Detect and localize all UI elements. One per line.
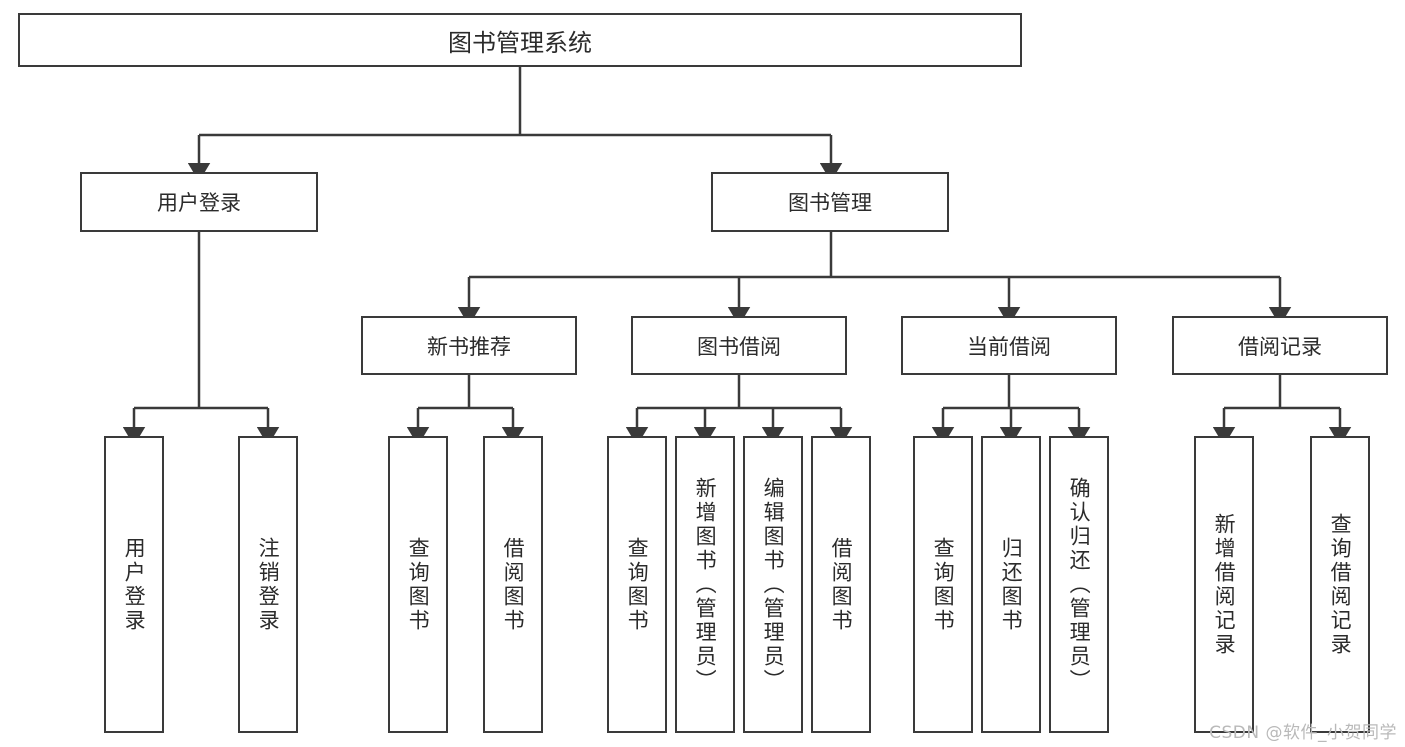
node-label: 图书借阅 — [697, 334, 781, 359]
node-root-system[interactable]: 图书管理系统 — [18, 13, 1022, 67]
node-label: 确认归还（管理员） — [1067, 476, 1092, 693]
node-book-borrow[interactable]: 图书借阅 — [631, 316, 847, 375]
node-new-book-recommend[interactable]: 新书推荐 — [361, 316, 577, 375]
leaf-borrow-query-book[interactable]: 查询图书 — [607, 436, 667, 733]
node-book-management[interactable]: 图书管理 — [711, 172, 949, 232]
node-label: 借阅图书 — [829, 536, 854, 633]
node-label: 查询图书 — [625, 536, 650, 633]
node-label: 归还图书 — [999, 536, 1024, 633]
node-user-login[interactable]: 用户登录 — [80, 172, 318, 232]
node-label: 图书管理 — [788, 191, 872, 215]
node-label: 借阅图书 — [501, 536, 526, 633]
leaf-recommend-borrow-book[interactable]: 借阅图书 — [483, 436, 543, 733]
node-label: 新增图书（管理员） — [693, 476, 718, 693]
leaf-borrow-borrow-book[interactable]: 借阅图书 — [811, 436, 871, 733]
node-borrow-record[interactable]: 借阅记录 — [1172, 316, 1388, 375]
node-label: 用户登录 — [122, 536, 147, 633]
node-label: 新增借阅记录 — [1212, 512, 1237, 657]
leaf-current-confirm-return-admin[interactable]: 确认归还（管理员） — [1049, 436, 1109, 733]
node-label: 查询图书 — [931, 536, 956, 633]
leaf-record-query-record[interactable]: 查询借阅记录 — [1310, 436, 1370, 733]
leaf-borrow-add-book-admin[interactable]: 新增图书（管理员） — [675, 436, 735, 733]
leaf-current-query-book[interactable]: 查询图书 — [913, 436, 973, 733]
node-label: 图书管理系统 — [448, 28, 592, 57]
leaf-borrow-edit-book-admin[interactable]: 编辑图书（管理员） — [743, 436, 803, 733]
leaf-recommend-query-book[interactable]: 查询图书 — [388, 436, 448, 733]
node-label: 借阅记录 — [1238, 334, 1322, 359]
node-current-borrow[interactable]: 当前借阅 — [901, 316, 1117, 375]
leaf-user-login-login[interactable]: 用户登录 — [104, 436, 164, 733]
node-label: 新书推荐 — [427, 334, 511, 359]
watermark-text: CSDN @软件_小贺同学 — [1209, 723, 1397, 743]
node-label: 查询图书 — [406, 536, 431, 633]
leaf-record-add-record[interactable]: 新增借阅记录 — [1194, 436, 1254, 733]
leaf-user-login-logout[interactable]: 注销登录 — [238, 436, 298, 733]
node-label: 编辑图书（管理员） — [761, 476, 786, 693]
node-label: 当前借阅 — [967, 334, 1051, 359]
leaf-current-return-book[interactable]: 归还图书 — [981, 436, 1041, 733]
node-label: 用户登录 — [157, 191, 241, 215]
node-label: 注销登录 — [256, 536, 281, 633]
node-label: 查询借阅记录 — [1328, 512, 1353, 657]
